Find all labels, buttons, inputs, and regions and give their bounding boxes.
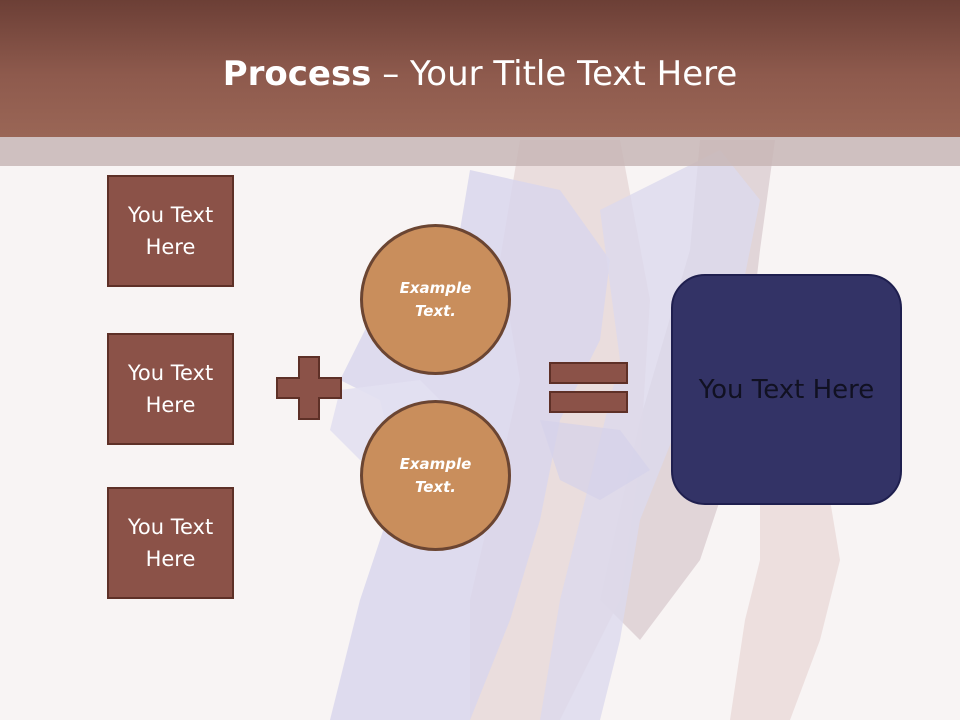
title-bold: Process [222,54,372,94]
example-circle-1[interactable]: Example Text. [360,224,511,375]
text-box-label: You Text Here [127,361,214,417]
title-bar [0,0,960,137]
page-title: Process – Your Title Text Here [0,52,960,96]
text-box-1[interactable]: You Text Here [107,175,234,287]
text-box-2[interactable]: You Text Here [107,333,234,445]
circle-label: Example Text. [399,278,472,320]
circle-label: Example Text. [399,454,472,496]
title-bar-band [0,137,960,166]
example-circle-2[interactable]: Example Text. [360,400,511,551]
text-box-label: You Text Here [127,203,214,259]
result-box[interactable]: You Text Here [671,274,902,505]
result-label: You Text Here [698,374,875,405]
plus-icon [276,356,342,420]
title-rest: – Your Title Text Here [371,54,738,94]
text-box-3[interactable]: You Text Here [107,487,234,599]
text-box-label: You Text Here [127,515,214,571]
equals-icon [549,362,628,413]
